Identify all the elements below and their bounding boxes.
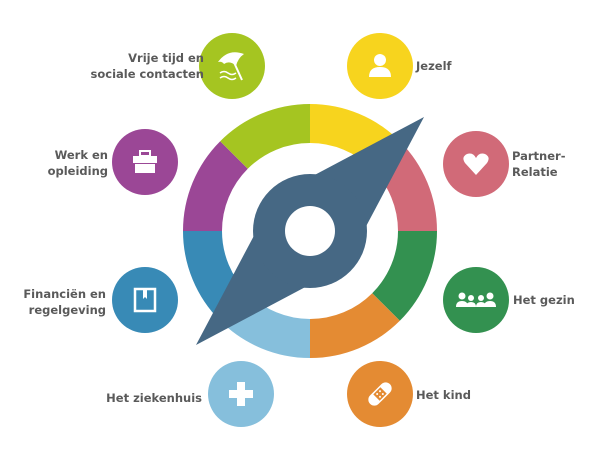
- kind-circle: [347, 361, 413, 427]
- werk-circle: [112, 129, 178, 195]
- family-icon: [456, 292, 496, 307]
- partner-label-1: Partner-: [512, 149, 566, 163]
- jezelf-label: Jezelf: [416, 59, 452, 73]
- heart-icon: [463, 153, 489, 175]
- bandage-icon: [368, 382, 392, 406]
- gezin-label: Het gezin: [513, 293, 575, 307]
- ring-segment-kind: [310, 293, 400, 358]
- needle-hole: [285, 206, 335, 256]
- ring-segment-werk: [183, 141, 248, 231]
- ring-segment-vrije: [220, 104, 310, 169]
- partner-label-2: Relatie: [512, 165, 558, 179]
- ring-segment-gezin: [372, 231, 437, 321]
- vrije-tijd-label-1: Vrije tijd en: [128, 51, 204, 65]
- financien-label-1: Financiën en: [23, 287, 106, 301]
- medical-cross-icon: [229, 382, 253, 406]
- partner-circle: [443, 131, 509, 197]
- person-icon: [369, 54, 391, 77]
- beach-umbrella-icon: [218, 52, 244, 81]
- kind-label: Het kind: [416, 388, 471, 402]
- financien-label-2: regelgeving: [28, 303, 106, 317]
- vrije-tijd-label-2: sociale contacten: [90, 67, 204, 81]
- werk-label-2: opleiding: [47, 164, 108, 178]
- werk-label-1: Werk en: [54, 148, 108, 162]
- vrije-tijd-circle: [199, 33, 265, 99]
- financien-circle: [112, 267, 178, 333]
- ziekenhuis-circle: [208, 361, 274, 427]
- gezin-circle: [443, 267, 509, 333]
- toolbox-icon: [133, 150, 157, 173]
- ziekenhuis-label: Het ziekenhuis: [106, 391, 202, 405]
- compass-needle: [196, 117, 424, 345]
- jezelf-circle: [347, 33, 413, 99]
- book-icon: [133, 287, 157, 313]
